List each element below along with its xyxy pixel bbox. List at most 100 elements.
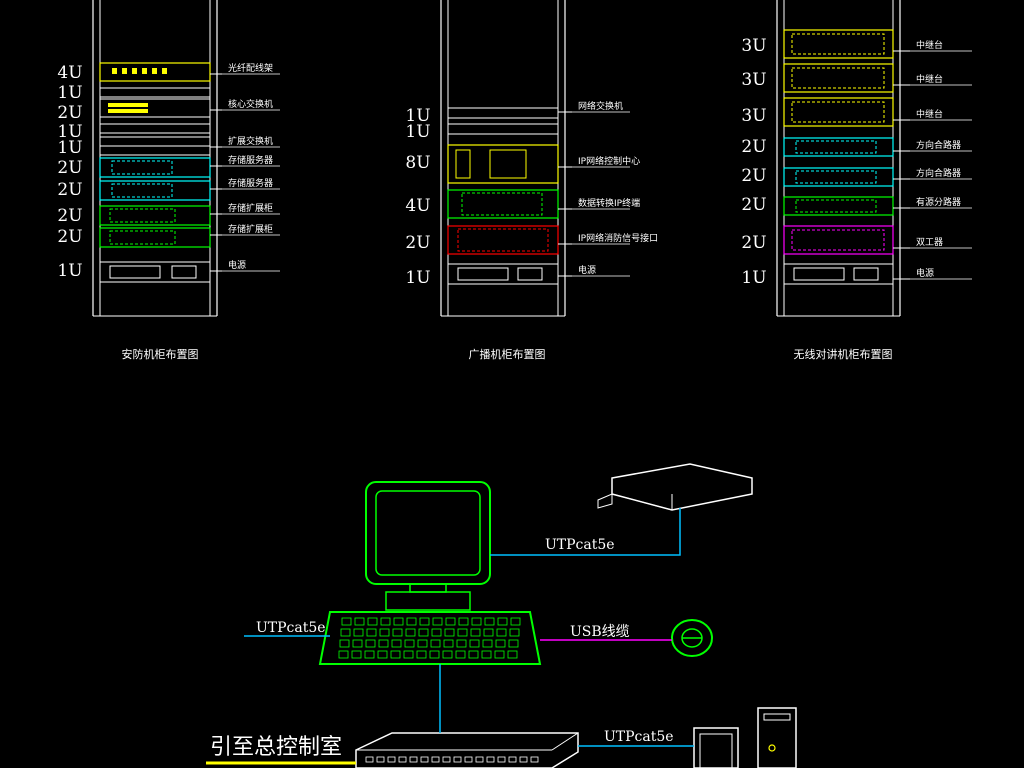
key — [444, 628, 455, 637]
device-label: 中继台 — [916, 108, 943, 120]
key — [416, 650, 427, 659]
unit-label: 2U — [57, 158, 82, 178]
key — [483, 628, 494, 637]
unit-label: 1U — [57, 261, 82, 281]
device-label: 电源 — [578, 264, 596, 276]
unit-label: 2U — [57, 180, 82, 200]
cable-label-2: UTPcat5e — [256, 620, 326, 636]
combiner-2 — [783, 167, 894, 187]
network-switch-icon — [355, 732, 579, 768]
key — [338, 650, 349, 659]
scanner-icon — [597, 463, 753, 511]
key — [495, 639, 506, 648]
unit-label: 1U — [57, 138, 82, 158]
key — [341, 617, 352, 626]
storage-server-1 — [99, 157, 211, 178]
key — [432, 617, 443, 626]
key — [403, 650, 414, 659]
unit-label: 3U — [741, 106, 766, 126]
device-label: 双工器 — [916, 237, 943, 248]
key — [417, 639, 428, 648]
key — [392, 628, 403, 637]
key — [406, 617, 417, 626]
network-switch — [447, 107, 559, 119]
device-label: 存储服务器 — [228, 154, 273, 166]
key — [419, 617, 430, 626]
device-label: 网络交换机 — [578, 100, 623, 112]
key — [469, 639, 480, 648]
power-unit-1 — [99, 261, 211, 283]
key — [468, 650, 479, 659]
key — [391, 639, 402, 648]
ip-control-center — [447, 144, 559, 184]
key — [457, 628, 468, 637]
key — [377, 650, 388, 659]
device-label: 有源分路器 — [916, 196, 961, 208]
expansion-switch — [99, 145, 211, 156]
rack-caption-radio: 无线对讲机柜布置图 — [794, 347, 893, 361]
key — [507, 650, 518, 659]
key — [458, 617, 469, 626]
switch-port — [497, 756, 506, 763]
unit-label: 1U — [57, 122, 82, 142]
switch-port — [376, 756, 385, 763]
key — [445, 617, 456, 626]
unit-label: 1U — [57, 83, 82, 103]
key — [378, 639, 389, 648]
switch-port — [365, 756, 374, 763]
unit-label: 2U — [741, 166, 766, 186]
unit-label: 2U — [405, 233, 430, 253]
key — [431, 628, 442, 637]
network-diagram: UTPcat5e UTPcat5e USB线缆 UTPcat5e 引至总控制室 — [206, 463, 797, 768]
device-label: 中继台 — [916, 73, 943, 85]
unit-label: 3U — [741, 70, 766, 90]
combiner-1 — [783, 137, 894, 157]
switch-port — [464, 756, 473, 763]
key — [484, 617, 495, 626]
unit-label: 2U — [57, 103, 82, 123]
key — [481, 650, 492, 659]
repeater-3 — [783, 97, 894, 127]
key — [380, 617, 391, 626]
key — [393, 617, 404, 626]
key — [366, 628, 377, 637]
key — [379, 628, 390, 637]
key — [405, 628, 416, 637]
key — [353, 628, 364, 637]
unit-label: 1U — [405, 106, 430, 126]
switch-port — [431, 756, 440, 763]
device-label: 存储扩展柜 — [228, 223, 273, 235]
unit-label: 1U — [741, 268, 766, 288]
switch-port — [420, 756, 429, 763]
key — [429, 650, 440, 659]
unit-label: 3U — [741, 36, 766, 56]
key — [340, 628, 351, 637]
data-ip-terminal — [447, 189, 559, 219]
key — [496, 628, 507, 637]
switch-port — [486, 756, 495, 763]
key — [367, 617, 378, 626]
key — [351, 650, 362, 659]
device-label: IP网络控制中心 — [578, 155, 640, 167]
to-control-room-label: 引至总控制室 — [210, 735, 342, 760]
device-label: 数据转换IP终端 — [578, 197, 640, 209]
power-unit-3 — [783, 263, 894, 285]
core-switch — [99, 98, 211, 118]
unit-label: 2U — [57, 227, 82, 247]
device-label: 方向合路器 — [916, 139, 961, 151]
device-label: 光纤配线架 — [228, 62, 273, 74]
key — [365, 639, 376, 648]
unit-label: 2U — [741, 233, 766, 253]
unit-label: 1U — [405, 268, 430, 288]
device-label: IP网络消防信号接口 — [578, 232, 658, 244]
unit-label: 2U — [741, 195, 766, 215]
key — [455, 650, 466, 659]
switch-port — [530, 756, 539, 763]
repeater-2 — [783, 63, 894, 93]
storage-server-2 — [99, 180, 211, 201]
unit-label: 1U — [405, 122, 430, 142]
key — [482, 639, 493, 648]
